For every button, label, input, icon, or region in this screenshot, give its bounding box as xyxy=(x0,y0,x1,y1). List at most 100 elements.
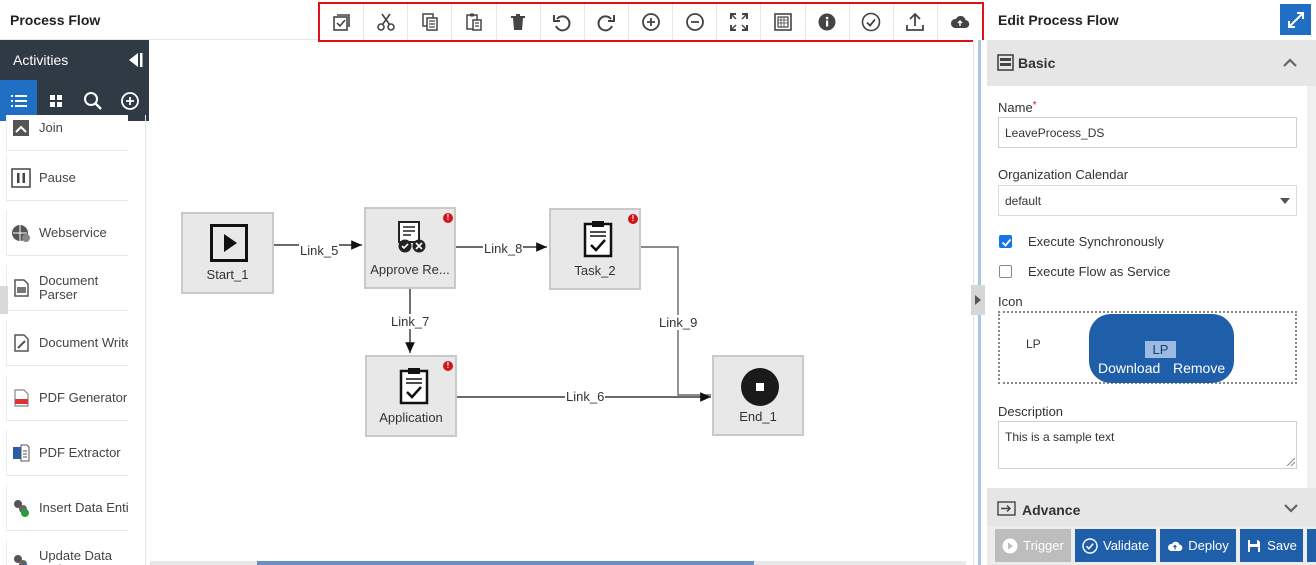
undo-button[interactable] xyxy=(541,4,585,40)
save-label: Save xyxy=(1267,538,1297,553)
node-label: Task_2 xyxy=(574,263,616,278)
advance-section-header[interactable]: Advance xyxy=(987,488,1316,528)
link-label[interactable]: Link_9 xyxy=(658,315,699,330)
chevron-down-icon xyxy=(1280,198,1290,204)
node-task[interactable]: ! Task_2 xyxy=(549,208,641,290)
palette-item-pdf-extractor[interactable]: PDF Extractor xyxy=(6,430,128,476)
redo-button[interactable] xyxy=(585,4,629,40)
splitter-toggle[interactable] xyxy=(971,285,985,315)
palette-tabs xyxy=(0,80,149,121)
palette-item-document-writer[interactable]: Document Writer xyxy=(6,320,128,366)
redo-icon xyxy=(597,15,616,32)
join-icon xyxy=(10,117,32,139)
download-icon-link[interactable]: Download xyxy=(1098,360,1161,376)
deploy-button[interactable]: Deploy xyxy=(1160,529,1236,562)
pause-icon xyxy=(10,167,32,189)
panel-title: Edit Process Flow xyxy=(998,12,1119,28)
validate-toolbar-button[interactable] xyxy=(850,4,894,40)
required-mark: * xyxy=(1032,100,1037,111)
chevron-down-icon xyxy=(1284,504,1298,513)
node-start[interactable]: Start_1 xyxy=(181,212,274,294)
cloud-icon xyxy=(951,15,970,29)
zoom-in-button[interactable] xyxy=(629,4,674,40)
deploy-label: Deploy xyxy=(1188,538,1229,553)
node-application[interactable]: ! Application xyxy=(365,355,457,437)
zoom-out-icon xyxy=(685,13,704,31)
node-end[interactable]: End_1 xyxy=(712,355,804,436)
node-approve[interactable]: ! Approve Re... xyxy=(364,207,456,289)
palette-item-update-data-entity[interactable]: Update Data Entity xyxy=(6,540,128,565)
tab-list[interactable] xyxy=(0,80,37,121)
update-data-icon xyxy=(10,552,32,565)
undo-icon xyxy=(553,15,571,32)
icon-placeholder-text: LP xyxy=(1026,337,1041,351)
clipboard-check-icon xyxy=(399,368,429,405)
remove-icon-link[interactable]: Remove xyxy=(1173,360,1226,376)
palette-item-document-parser[interactable]: Document Parser xyxy=(6,265,128,311)
cloud-button[interactable] xyxy=(938,4,982,40)
play-circle-icon xyxy=(1002,538,1018,553)
name-field[interactable]: LeaveProcess_DS xyxy=(998,117,1297,148)
execute-sync-checkbox[interactable] xyxy=(999,235,1012,248)
icon-preview-badge: LP xyxy=(1145,341,1176,358)
link-label[interactable]: Link_6 xyxy=(565,389,606,404)
zoom-out-button[interactable] xyxy=(673,4,718,40)
info-button[interactable] xyxy=(806,4,850,40)
tab-search[interactable] xyxy=(74,80,111,121)
webservice-icon xyxy=(10,222,32,244)
error-icon: ! xyxy=(443,361,453,371)
validate-label: Validate xyxy=(1102,538,1149,553)
trigger-button[interactable]: Trigger xyxy=(995,529,1071,562)
page-title: Process Flow xyxy=(10,12,101,28)
palette-item-join[interactable]: Join xyxy=(6,115,128,151)
save-button[interactable]: Save xyxy=(1240,529,1303,562)
fit-to-screen-button[interactable] xyxy=(717,4,762,40)
scrollbar-thumb[interactable] xyxy=(257,561,754,565)
basic-section-header[interactable]: Basic xyxy=(987,40,1316,86)
validate-button[interactable]: Validate xyxy=(1075,529,1156,562)
pdf-extractor-icon xyxy=(10,442,32,464)
collapse-left-icon[interactable] xyxy=(126,52,144,68)
copy-icon xyxy=(422,13,438,31)
cut-button[interactable] xyxy=(364,4,409,40)
paste-button[interactable] xyxy=(452,4,497,40)
fit-to-screen-icon xyxy=(729,13,748,31)
upload-button[interactable] xyxy=(894,4,938,40)
expand-panel-button[interactable] xyxy=(1280,4,1311,35)
grid-button[interactable] xyxy=(761,4,806,40)
palette-item-label: Pause xyxy=(39,170,76,185)
check-circle-icon xyxy=(1082,537,1098,554)
description-field[interactable]: This is a sample text xyxy=(998,421,1297,469)
palette-item-label: Document Parser xyxy=(39,273,99,302)
calendar-select[interactable]: default xyxy=(998,185,1297,216)
palette-item-webservice[interactable]: Webservice xyxy=(6,210,128,256)
clipboard-check-icon xyxy=(583,221,613,258)
chevron-up-icon xyxy=(1283,58,1297,67)
list-icon xyxy=(10,94,27,107)
palette-item-insert-data-entity[interactable]: Insert Data Entity xyxy=(6,485,128,531)
link-label[interactable]: Link_5 xyxy=(299,243,340,258)
palette-item-label: Insert Data Entity xyxy=(39,500,128,515)
execute-service-checkbox[interactable] xyxy=(999,265,1012,278)
select-all-button[interactable] xyxy=(320,4,365,40)
copy-button[interactable] xyxy=(408,4,453,40)
check-icon xyxy=(861,12,881,32)
add-icon xyxy=(120,91,139,110)
palette-item-pdf-generator[interactable]: PDF Generator xyxy=(6,375,128,421)
tab-grid[interactable] xyxy=(37,80,74,121)
cloud-upload-icon xyxy=(1168,541,1183,551)
stop-icon xyxy=(741,368,779,406)
resize-handle-icon[interactable] xyxy=(1286,457,1295,466)
activities-header: Activities xyxy=(0,40,149,80)
left-panel-toggle[interactable] xyxy=(0,286,8,314)
footer-overflow-button[interactable] xyxy=(1307,529,1316,562)
delete-button[interactable] xyxy=(497,4,541,40)
node-label: Application xyxy=(379,410,443,425)
tab-add[interactable] xyxy=(111,80,148,121)
link-label[interactable]: Link_7 xyxy=(390,314,431,329)
link-label[interactable]: Link_8 xyxy=(483,241,524,256)
form-icon xyxy=(997,54,1014,71)
palette-item-pause[interactable]: Pause xyxy=(6,155,128,201)
zoom-in-icon xyxy=(641,13,660,31)
expand-icon xyxy=(1287,11,1304,28)
